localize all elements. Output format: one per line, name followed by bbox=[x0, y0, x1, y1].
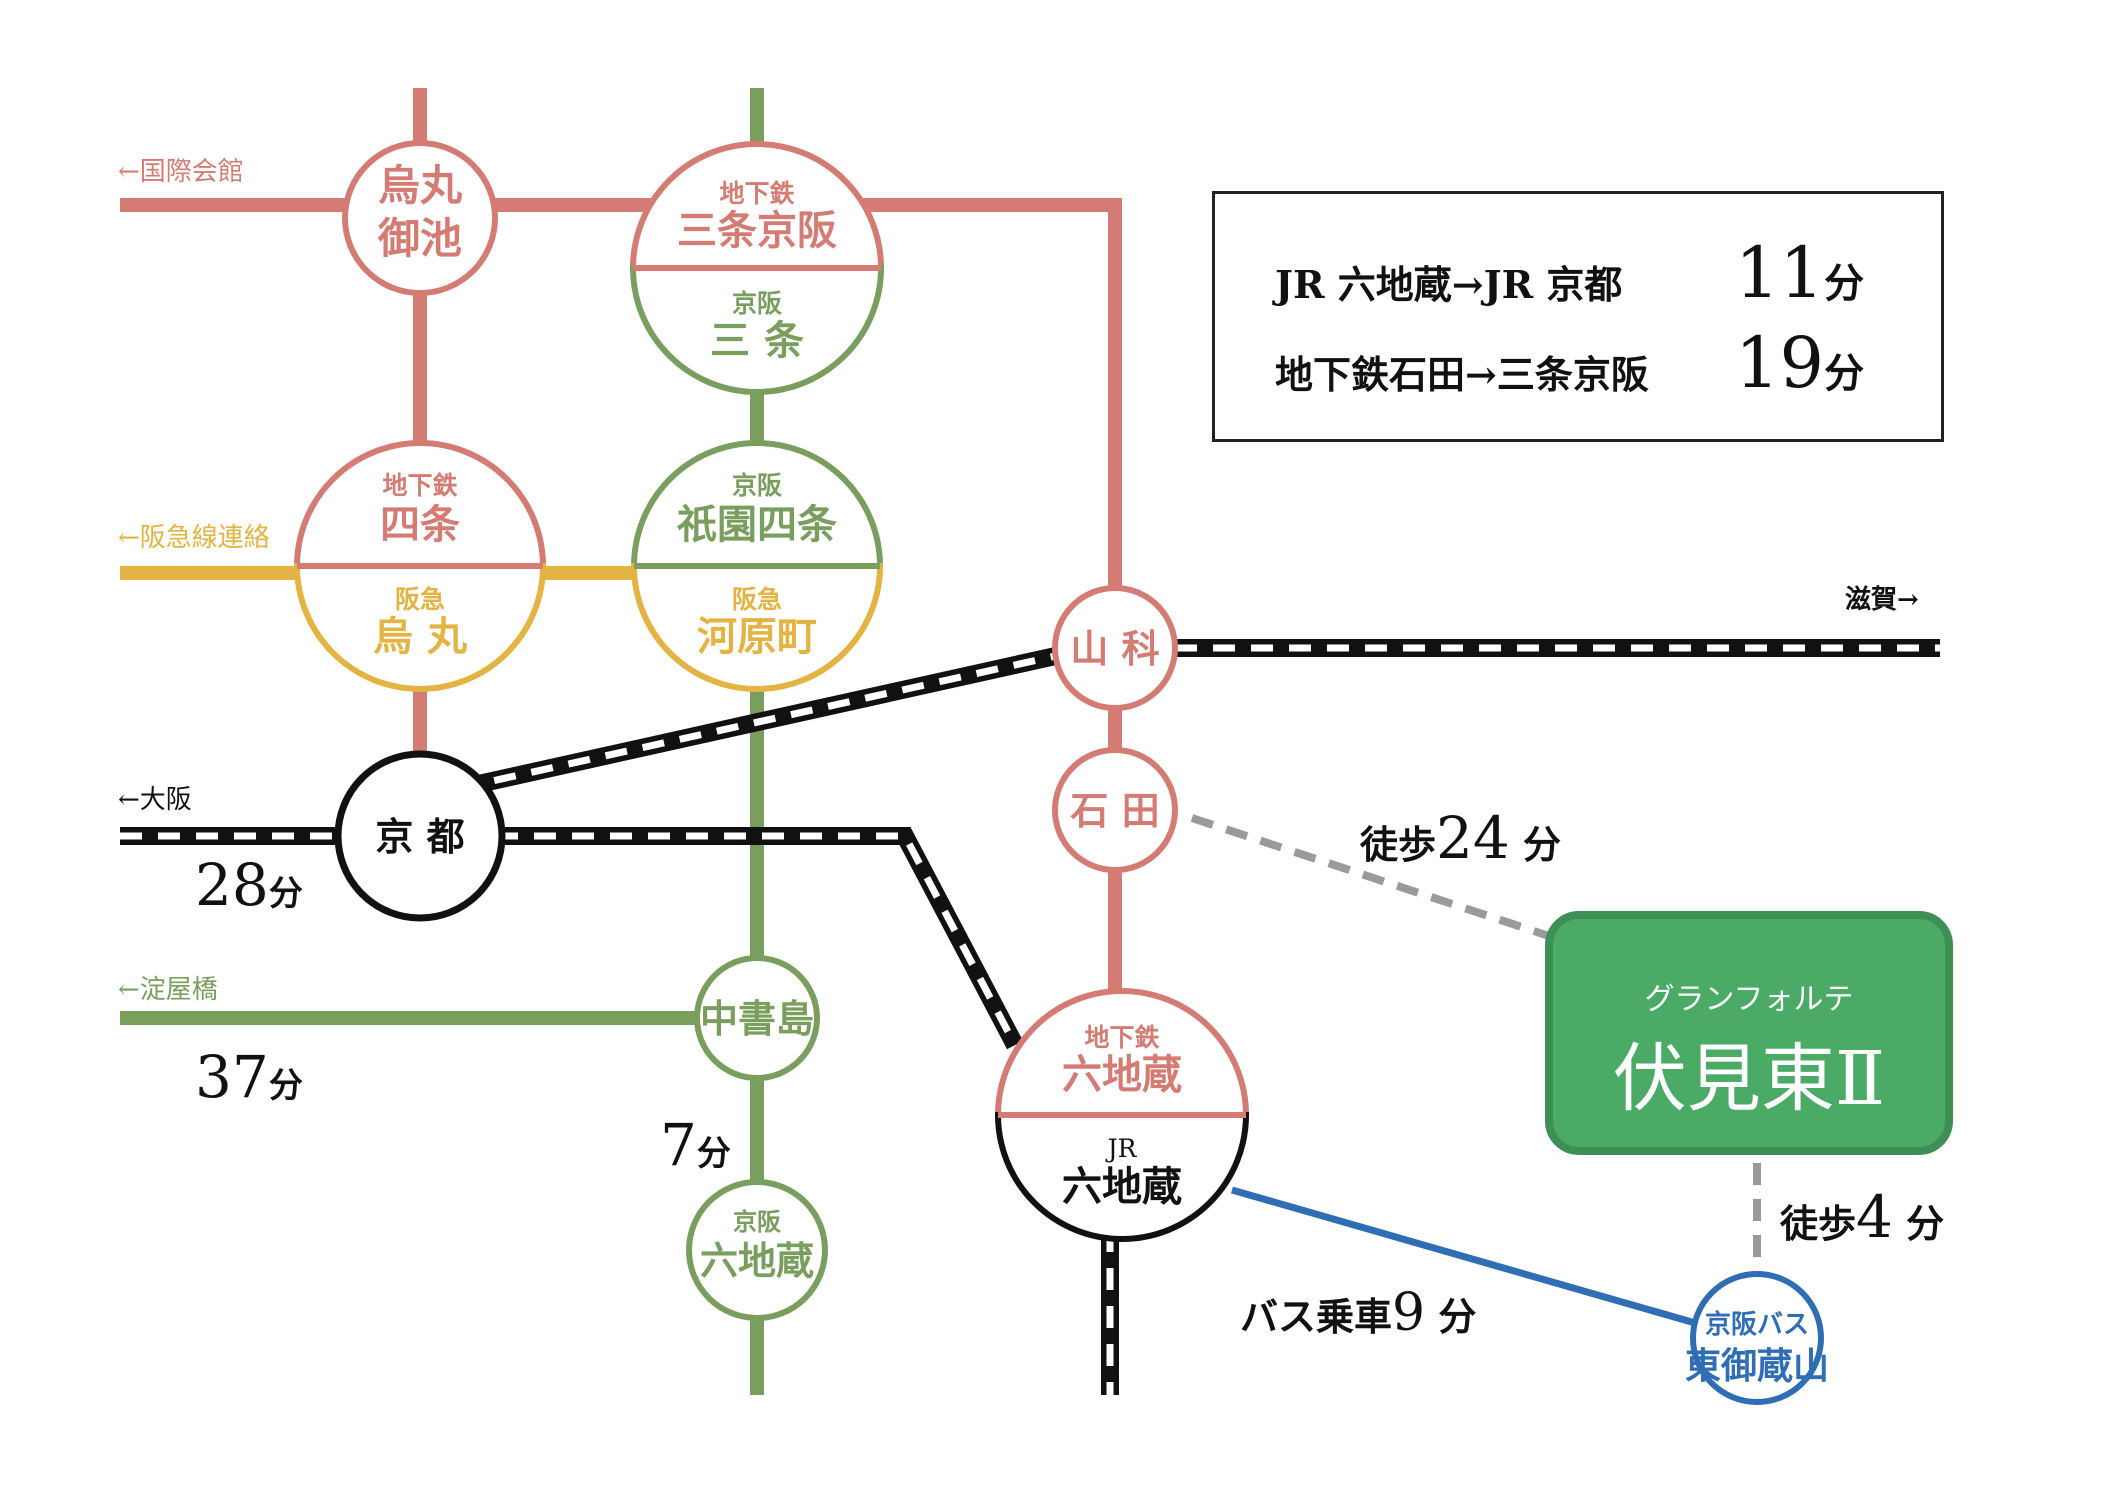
bus-line bbox=[1231, 1186, 1731, 1337]
route-label: JR 六地蔵→JR 京都 bbox=[1275, 262, 1623, 307]
station-label: 六地蔵 bbox=[700, 1238, 814, 1283]
property-subtitle: グランフォルテ bbox=[1644, 982, 1854, 1017]
direction-yodoyabashi: ←淀屋橋 bbox=[118, 975, 218, 1005]
station-label: 中書島 bbox=[700, 996, 814, 1041]
property-marker[interactable]: グランフォルテ 伏見東Ⅱ bbox=[1545, 911, 1953, 1155]
direction-hankyu-renraku: ←阪急線連絡 bbox=[118, 523, 270, 553]
station-label: 祇園四条 bbox=[677, 501, 837, 548]
walk-time-busstop: 徒歩4 分 bbox=[1779, 1183, 1944, 1251]
station-label: 三 条 bbox=[710, 317, 804, 364]
station-label: 山 科 bbox=[1070, 626, 1159, 671]
station-sanjo[interactable]: 地下鉄 三条京阪 京阪 三 条 bbox=[629, 141, 885, 395]
route-time: 19分 bbox=[1735, 322, 1865, 404]
route-label: 地下鉄石田→三条京阪 bbox=[1275, 352, 1649, 397]
property-name: 伏見東Ⅱ bbox=[1612, 1036, 1886, 1122]
station-label: 烏 丸 bbox=[373, 613, 467, 660]
station-label: 河原町 bbox=[697, 613, 817, 660]
time-chushojima-rokujizo: 7分 bbox=[660, 1111, 731, 1179]
station-label: 東御蔵山 bbox=[1685, 1345, 1829, 1387]
time-osaka: 28分 bbox=[195, 851, 303, 919]
station-keihan-rokujizo[interactable]: 京阪 六地蔵 bbox=[686, 1179, 828, 1321]
direction-shiga: 滋賀→ bbox=[1845, 584, 1919, 615]
station-label: 四条 bbox=[380, 501, 460, 548]
jr-lines bbox=[120, 639, 1940, 1395]
station-label: 六地蔵 bbox=[1062, 1051, 1182, 1098]
station-label: 烏丸 bbox=[378, 161, 462, 210]
bus-ride-time: バス乗車9 分 bbox=[1240, 1283, 1476, 1343]
station-operator: 阪急 bbox=[395, 585, 445, 614]
time-yodoyabashi: 37分 bbox=[195, 1043, 303, 1111]
station-rokujizo[interactable]: 地下鉄 六地蔵 JR 六地蔵 bbox=[994, 988, 1250, 1242]
station-gion-kawaramachi[interactable]: 京阪 祇園四条 阪急 河原町 bbox=[630, 440, 884, 692]
station-operator: 地下鉄 bbox=[1084, 1023, 1159, 1052]
station-ishida[interactable]: 石 田 bbox=[1052, 747, 1178, 873]
station-operator: 地下鉄 bbox=[719, 179, 794, 208]
station-kyoto[interactable]: 京 都 bbox=[334, 750, 506, 922]
route-time: 11分 bbox=[1735, 232, 1865, 314]
travel-time-row: JR 六地蔵→JR 京都 11分 bbox=[1275, 232, 1864, 314]
station-label: 御池 bbox=[377, 214, 462, 263]
station-operator: 京阪バス bbox=[1705, 1309, 1809, 1340]
station-shijo-karasuma[interactable]: 地下鉄 四条 阪急 烏 丸 bbox=[293, 440, 547, 692]
station-operator: 地下鉄 bbox=[382, 471, 457, 500]
direction-kokusai-kaikan: ←国際会館 bbox=[118, 157, 244, 187]
station-label: 石 田 bbox=[1070, 788, 1159, 833]
station-label: 六地蔵 bbox=[1062, 1163, 1182, 1210]
direction-osaka: ←大阪 bbox=[118, 785, 192, 815]
walk-time-ishida: 徒歩24 分 bbox=[1359, 804, 1561, 872]
station-yamashina[interactable]: 山 科 bbox=[1052, 585, 1178, 711]
station-operator: 京阪 bbox=[733, 1207, 781, 1236]
station-operator: JR bbox=[1105, 1134, 1138, 1163]
station-karasuma-oike[interactable]: 烏丸 御池 bbox=[342, 140, 498, 296]
travel-time-box: JR 六地蔵→JR 京都 11分 地下鉄石田→三条京阪 19分 bbox=[1212, 191, 1944, 442]
station-operator: 阪急 bbox=[732, 585, 782, 614]
travel-time-row: 地下鉄石田→三条京阪 19分 bbox=[1275, 322, 1864, 404]
walk-line-ishida bbox=[1190, 814, 1557, 942]
station-operator: 京阪 bbox=[732, 471, 782, 500]
station-operator: 京阪 bbox=[732, 289, 782, 318]
station-label: 京 都 bbox=[375, 814, 464, 859]
station-label: 三条京阪 bbox=[677, 207, 837, 254]
station-chushojima[interactable]: 中書島 bbox=[694, 955, 820, 1081]
bus-stop-higashi-mikurayama[interactable]: 京阪バス 東御蔵山 bbox=[1685, 1271, 1829, 1405]
